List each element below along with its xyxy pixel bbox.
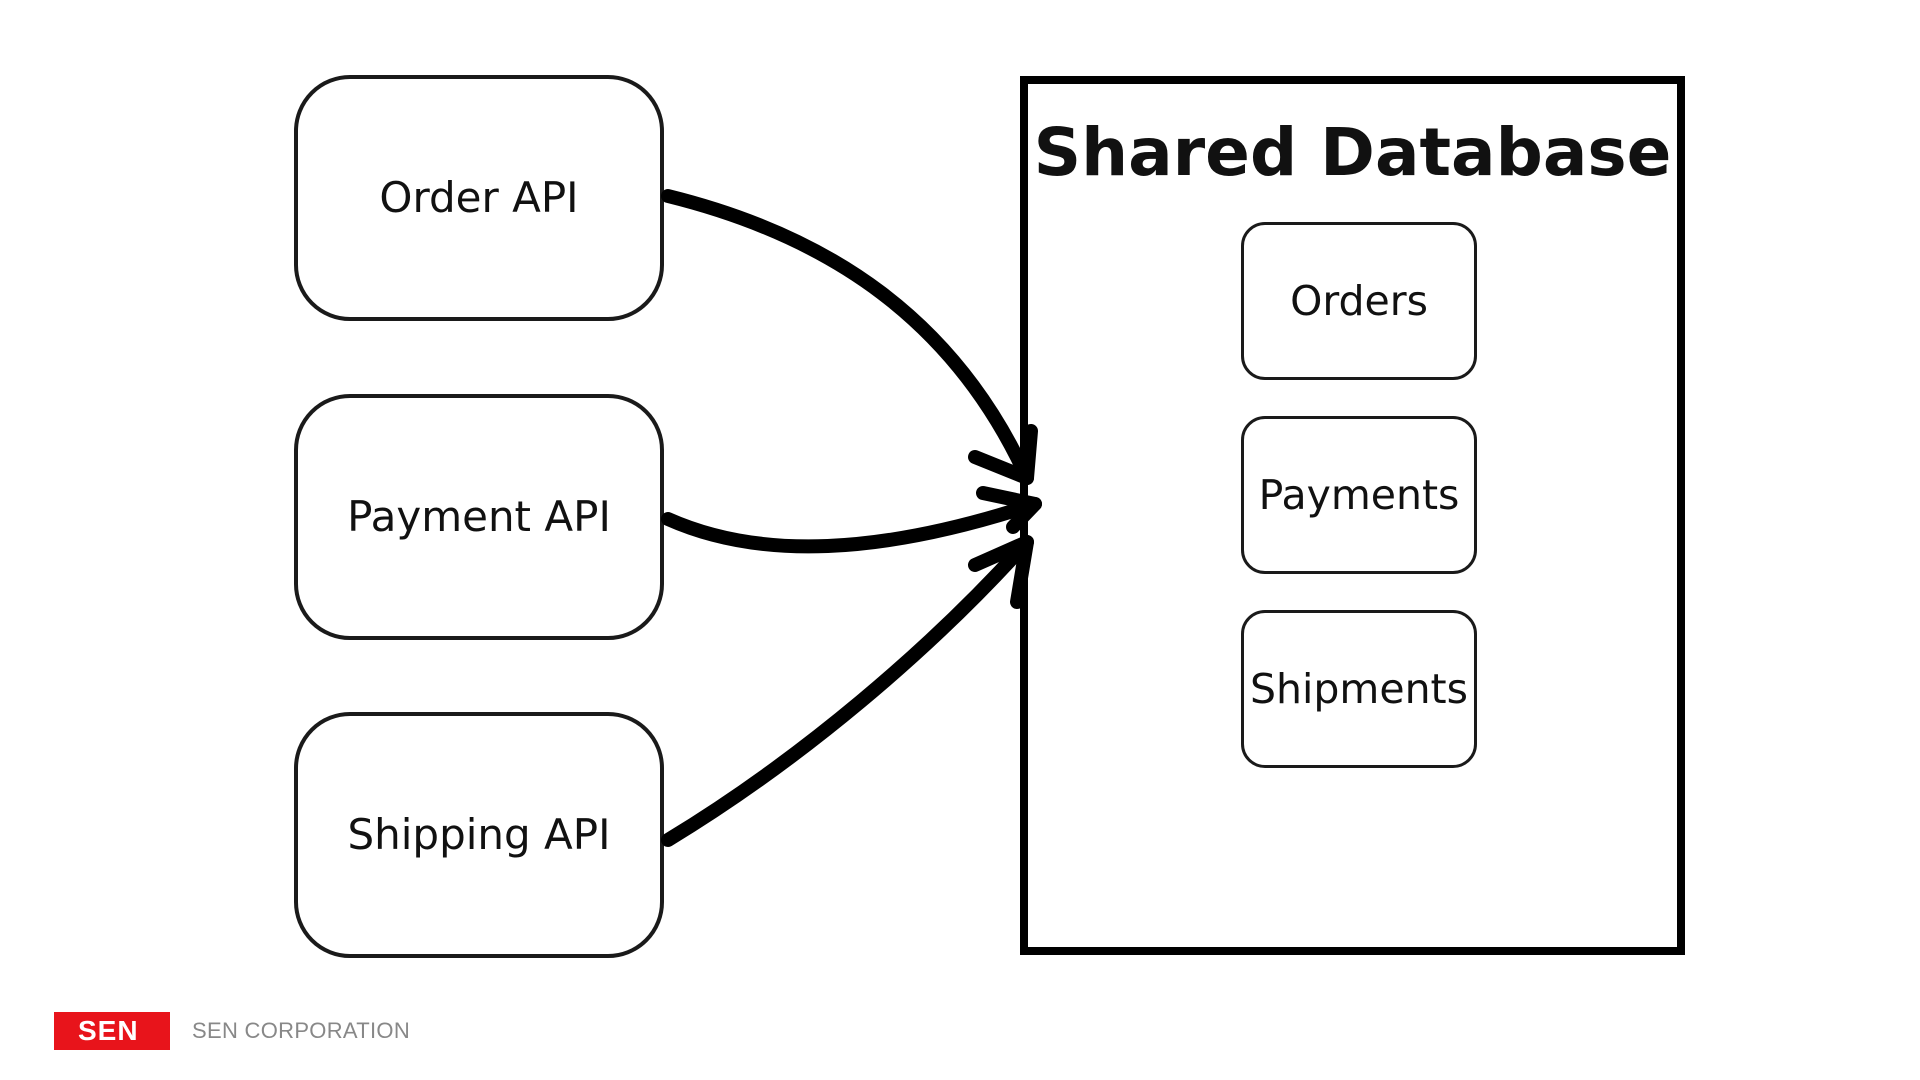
sen-logo-mark-icon — [54, 1012, 170, 1050]
order-api-box: Order API — [294, 75, 664, 321]
payment-to-database-arrow — [661, 497, 1042, 554]
shipments-table-box: Shipments — [1241, 610, 1477, 768]
footer: SEN SEN CORPORATION — [54, 1012, 410, 1050]
shipping-api-label: Shipping API — [347, 810, 611, 859]
shipping-to-database-arrow — [661, 535, 1034, 847]
orders-table-label: Orders — [1290, 276, 1428, 325]
orders-table-box: Orders — [1241, 222, 1477, 380]
order-to-database-arrow — [661, 189, 1034, 485]
shared-database-box: Shared Database Orders Payments Shipment… — [1020, 76, 1685, 955]
order-api-label: Order API — [379, 173, 579, 222]
payments-table-label: Payments — [1258, 470, 1460, 519]
sen-logo-text: SEN — [78, 1015, 139, 1046]
payment-api-label: Payment API — [347, 492, 611, 541]
shared-database-title: Shared Database — [1033, 114, 1672, 191]
shipments-table-label: Shipments — [1249, 664, 1468, 713]
payment-api-box: Payment API — [294, 394, 664, 640]
payments-table-box: Payments — [1241, 416, 1477, 574]
sen-logo: SEN — [54, 1012, 170, 1050]
company-name: SEN CORPORATION — [192, 1018, 411, 1043]
shipping-api-box: Shipping API — [294, 712, 664, 958]
